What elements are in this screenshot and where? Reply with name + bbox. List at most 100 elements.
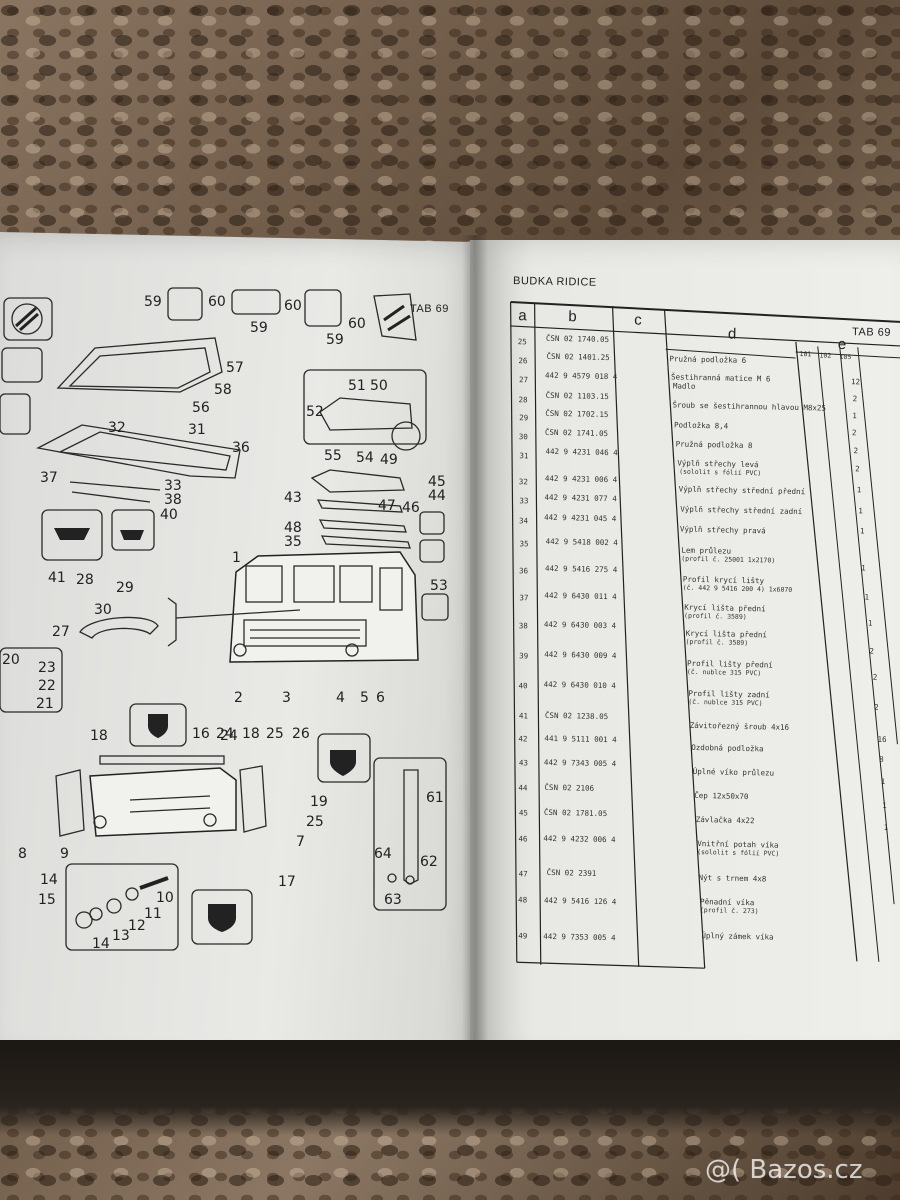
svg-text:442 9 6430 009 4: 442 9 6430 009 4	[544, 650, 617, 661]
svg-text:2: 2	[853, 394, 858, 403]
callout: 25	[306, 814, 324, 830]
callout: 46	[402, 500, 420, 516]
callout: 24	[216, 726, 234, 742]
svg-text:Pěnadní víka: Pěnadní víka	[700, 897, 754, 907]
side-cover-7	[239, 765, 267, 833]
svg-text:Profil lišty přední: Profil lišty přední	[687, 659, 773, 670]
col-line	[817, 346, 880, 962]
svg-text:1: 1	[852, 411, 857, 420]
callout: 33	[164, 478, 182, 494]
hatch-lock	[319, 397, 413, 431]
callout: 32	[108, 420, 126, 436]
side-cover-8	[55, 769, 85, 837]
svg-text:Čep 12x50x70: Čep 12x50x70	[694, 791, 749, 801]
callout: 45	[428, 474, 446, 490]
svg-text:2: 2	[855, 464, 860, 473]
svg-text:29: 29	[519, 413, 528, 422]
svg-text:Šroub se šestihrannou hlavou M: Šroub se šestihrannou hlavou M8x25	[672, 400, 826, 412]
callout: 26	[292, 726, 310, 742]
col-header-a: a	[518, 307, 527, 324]
d-rule	[665, 348, 796, 359]
svg-text:Šestihranná matice M 6: Šestihranná matice M 6	[671, 372, 771, 383]
svg-text:49: 49	[518, 931, 527, 940]
badge-icon	[330, 750, 356, 776]
hatch-lining	[320, 535, 411, 549]
callout: 55	[324, 448, 342, 464]
tab-label-right: TAB 69	[852, 326, 891, 339]
callout: 61	[426, 790, 444, 806]
sub-header-102: 102	[819, 351, 831, 359]
svg-text:8: 8	[879, 755, 884, 764]
truck-cab	[229, 551, 419, 663]
hatch-seal	[316, 499, 403, 513]
svg-text:ČSN 02 1401.25: ČSN 02 1401.25	[546, 352, 609, 362]
svg-text:442 9 4231 046 4: 442 9 4231 046 4	[545, 447, 618, 458]
roof-panel	[36, 424, 241, 479]
callout: 4	[336, 690, 345, 706]
badge-icon	[148, 714, 168, 738]
callout: 43	[284, 490, 302, 506]
svg-text:1: 1	[881, 777, 886, 786]
detail-box-20	[0, 647, 63, 713]
svg-text:(profil č. 3589): (profil č. 3589)	[684, 612, 747, 621]
svg-text:25: 25	[518, 337, 527, 346]
col-line	[510, 301, 518, 963]
svg-text:47: 47	[519, 869, 528, 878]
col-line	[663, 309, 706, 969]
callout: 20	[2, 652, 20, 668]
col-header-c: c	[634, 312, 642, 329]
svg-text:1: 1	[858, 506, 863, 515]
parts-diagram: TAB 69	[0, 287, 449, 952]
svg-text:33: 33	[519, 496, 528, 505]
svg-text:12: 12	[851, 377, 860, 386]
svg-text:30: 30	[519, 432, 529, 441]
svg-text:442 9 5418 002 4: 442 9 5418 002 4	[546, 537, 619, 548]
svg-text:34: 34	[519, 516, 529, 525]
svg-text:Podložka 8,4: Podložka 8,4	[674, 420, 729, 430]
svg-text:ČSN 02 2106: ČSN 02 2106	[544, 783, 594, 793]
callout: 29	[116, 580, 134, 596]
callout: 63	[384, 892, 402, 908]
svg-text:27: 27	[519, 375, 528, 384]
callout: 53	[430, 578, 448, 594]
svg-text:1: 1	[884, 823, 889, 832]
svg-text:1: 1	[860, 526, 865, 535]
callout: 57	[226, 360, 244, 376]
tab-label-left: TAB 69	[410, 303, 449, 315]
callout: 30	[94, 602, 112, 618]
col-line	[839, 346, 895, 905]
callout: 13	[112, 928, 130, 944]
hatch-mark	[383, 304, 411, 332]
detail-box-53	[421, 593, 449, 621]
svg-text:2: 2	[853, 446, 858, 455]
shadow-band	[0, 1040, 900, 1135]
callout: 41	[48, 570, 66, 586]
front-panel	[89, 767, 237, 837]
col-line	[611, 306, 640, 967]
callout: 14	[92, 936, 110, 952]
roof-inner	[57, 431, 231, 471]
svg-text:ČSN 02 1702.15: ČSN 02 1702.15	[545, 409, 608, 419]
svg-text:442 9 4231 045 4: 442 9 4231 045 4	[544, 513, 617, 524]
callout: 21	[36, 696, 54, 712]
hatch-detail-box	[303, 369, 427, 445]
callout: 17	[278, 874, 296, 890]
svg-text:ČSN 02 2391: ČSN 02 2391	[547, 868, 597, 878]
hatch-lid	[310, 469, 405, 493]
svg-text:442 9 4231 006 4: 442 9 4231 006 4	[545, 474, 618, 485]
seal-frame-59c	[304, 289, 342, 327]
svg-text:Nýt s trnem 4x8: Nýt s trnem 4x8	[699, 873, 767, 883]
table-bottom-rule	[516, 961, 705, 969]
callout: 7	[296, 834, 305, 850]
badge-icon	[208, 904, 236, 932]
callout: 51	[348, 378, 366, 394]
callout: 36	[232, 440, 250, 456]
